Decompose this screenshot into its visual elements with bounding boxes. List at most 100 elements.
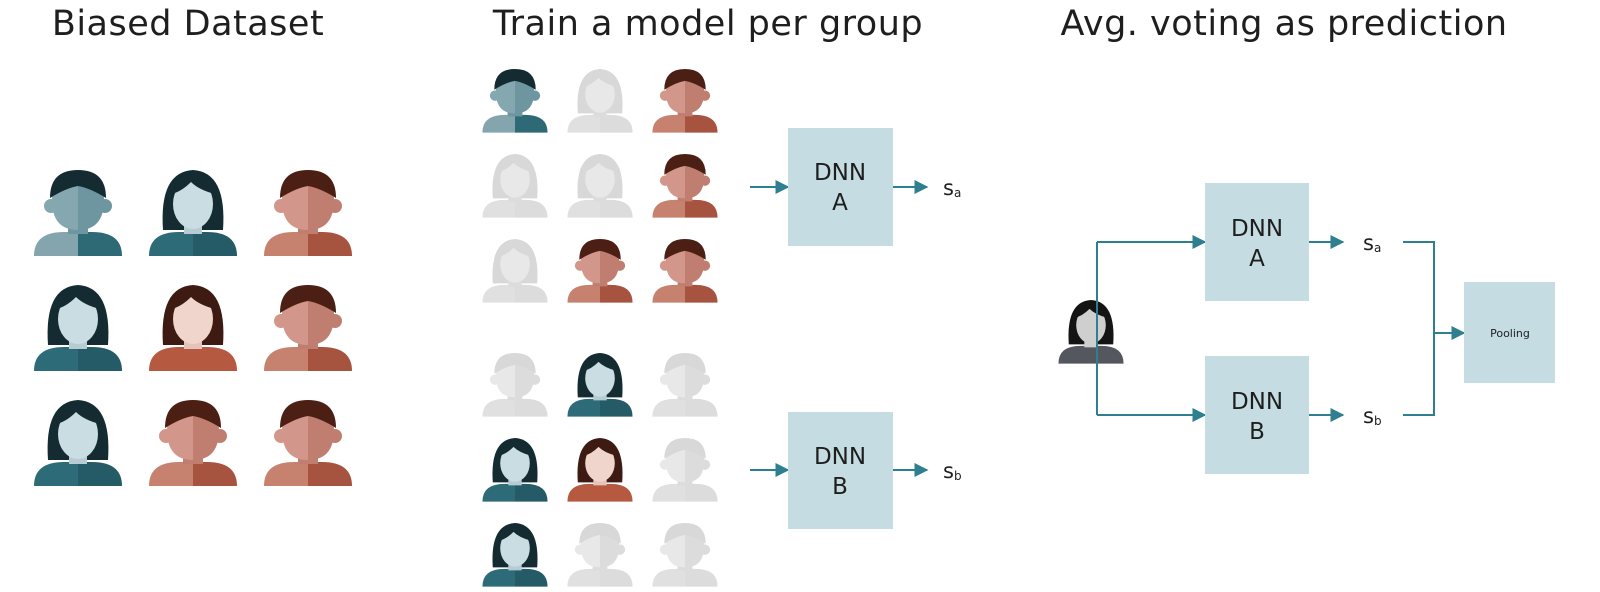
- person-body-left: [1058, 345, 1091, 364]
- pale-woman-person-icon: [482, 523, 548, 587]
- grey-woman-person-icon: [567, 154, 633, 218]
- person-body-right: [78, 232, 122, 256]
- person-body-right: [600, 483, 633, 502]
- person-face: [500, 444, 530, 482]
- person-body-right: [78, 347, 122, 371]
- person-body-right: [515, 284, 548, 303]
- person-body-right: [685, 199, 718, 218]
- grey-man-person-icon: [652, 353, 718, 417]
- person-body-right: [600, 284, 633, 303]
- person-body-left: [149, 347, 193, 371]
- person-body-right: [600, 114, 633, 133]
- person-fringe: [56, 404, 100, 424]
- person-body-left: [264, 232, 308, 256]
- person-face: [173, 179, 213, 229]
- train-per-group-title: Train a model per group: [492, 4, 924, 44]
- person-face: [500, 160, 530, 198]
- person-body-left: [149, 462, 193, 486]
- person-hair: [280, 170, 336, 198]
- person-fringe: [498, 525, 532, 541]
- person-fringe: [171, 289, 215, 309]
- voting-score-a: sa: [1363, 231, 1381, 255]
- person-hair: [280, 400, 336, 428]
- pale-woman-person-icon: [567, 353, 633, 417]
- biased-dataset-title: Biased Dataset: [51, 4, 325, 44]
- voting-flow: DNN A DNN B sa sb Pooling: [1096, 183, 1555, 474]
- person-body-left: [482, 284, 515, 303]
- person-body-left: [567, 483, 600, 502]
- rose-man-person-icon: [652, 154, 718, 218]
- voting-score-b: sb: [1363, 404, 1382, 428]
- person-fringe: [171, 174, 215, 194]
- person-body-left: [567, 398, 600, 417]
- person-body-right: [308, 462, 352, 486]
- voting-dnn-a-label-bottom: A: [1249, 246, 1265, 272]
- person-hair: [165, 400, 221, 428]
- person-face: [585, 444, 615, 482]
- dnn-b-box: [788, 412, 893, 529]
- pale-woman-person-icon: [34, 285, 122, 371]
- voting-dnn-a-label-top: DNN: [1231, 216, 1283, 242]
- person-body-left: [652, 568, 685, 587]
- person-body-right: [308, 232, 352, 256]
- score-b: sb: [943, 459, 962, 483]
- person-body-left: [567, 114, 600, 133]
- person-body-right: [308, 347, 352, 371]
- person-body-left: [567, 568, 600, 587]
- grey-man-person-icon: [652, 438, 718, 502]
- person-body-right: [1091, 345, 1124, 364]
- person-body-right: [685, 398, 718, 417]
- person-fringe: [498, 241, 532, 257]
- dnn-b-label-bottom: B: [832, 474, 848, 500]
- person-face: [1076, 306, 1106, 344]
- pooling-label: Pooling: [1490, 327, 1530, 340]
- query-woman-person-icon: [1058, 300, 1124, 364]
- person-fringe: [56, 289, 100, 309]
- voting-dnn-a-box: [1205, 183, 1309, 301]
- person-hair: [664, 353, 706, 374]
- person-body-left: [652, 114, 685, 133]
- person-body-left: [34, 347, 78, 371]
- person-face: [585, 160, 615, 198]
- person-face: [173, 294, 213, 344]
- person-body-right: [515, 199, 548, 218]
- light-woman-person-icon: [567, 438, 633, 502]
- person-hair: [664, 438, 706, 459]
- person-fringe: [583, 156, 617, 172]
- person-body-right: [600, 398, 633, 417]
- teal-man-person-icon: [482, 69, 548, 133]
- people-layer: [34, 69, 1124, 587]
- grey-man-person-icon: [567, 523, 633, 587]
- person-fringe: [1074, 302, 1108, 318]
- voting-dnn-b-label-bottom: B: [1249, 419, 1265, 445]
- avg-voting-title: Avg. voting as prediction: [1060, 4, 1508, 44]
- group-a-model: DNN A sa: [750, 128, 961, 246]
- rose-man-person-icon: [652, 239, 718, 303]
- person-hair: [280, 285, 336, 313]
- pooling-box: [1464, 282, 1555, 383]
- voting-dnn-b-box: [1205, 356, 1309, 474]
- rose-man-person-icon: [264, 400, 352, 486]
- pale-woman-person-icon: [149, 170, 237, 256]
- person-body-left: [482, 568, 515, 587]
- person-face: [500, 245, 530, 283]
- person-body-left: [149, 232, 193, 256]
- person-face: [58, 409, 98, 459]
- person-body-right: [515, 483, 548, 502]
- person-fringe: [498, 440, 532, 456]
- person-face: [585, 75, 615, 113]
- person-body-left: [567, 284, 600, 303]
- group-b-model: DNN B sb: [750, 412, 962, 529]
- person-body-left: [34, 232, 78, 256]
- person-body-right: [685, 568, 718, 587]
- pale-woman-person-icon: [482, 438, 548, 502]
- person-hair: [494, 353, 536, 374]
- person-hair: [664, 523, 706, 544]
- person-hair: [664, 239, 706, 260]
- dnn-a-label-top: DNN: [814, 160, 866, 186]
- person-fringe: [583, 440, 617, 456]
- score-a: sa: [943, 176, 961, 200]
- person-body-right: [515, 568, 548, 587]
- rose-man-person-icon: [264, 170, 352, 256]
